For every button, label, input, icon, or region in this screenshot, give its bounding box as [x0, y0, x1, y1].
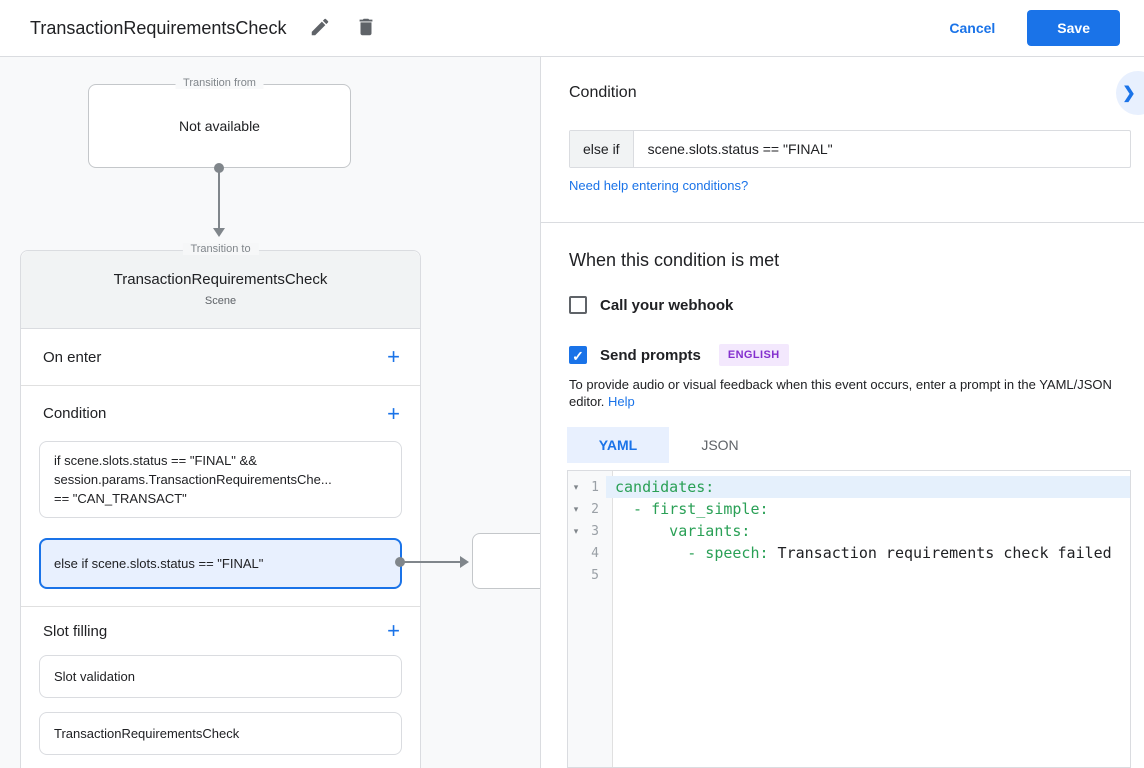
condition-item-if[interactable]: if scene.slots.status == "FINAL" && sess… — [39, 441, 402, 518]
code-key: - speech: — [615, 544, 769, 562]
code-key: candidates: — [615, 478, 715, 496]
scene-title: TransactionRequirementsCheck — [113, 271, 328, 288]
description-text: editor. — [569, 394, 605, 409]
condition-label: Condition — [43, 405, 107, 422]
code-key: variants: — [615, 522, 751, 540]
add-icon: + — [387, 344, 400, 369]
add-on-enter-button[interactable]: + — [387, 346, 400, 368]
save-button[interactable]: Save — [1027, 10, 1120, 46]
check-icon: ✓ — [572, 348, 584, 364]
code-line[interactable]: ▾ 3 variants: — [568, 520, 1130, 542]
description-text: To provide audio or visual feedback when… — [569, 377, 1112, 392]
help-link[interactable]: Help — [608, 394, 635, 409]
code-key: - first_simple: — [615, 500, 769, 518]
code-text: - first_simple: — [606, 498, 1130, 520]
scene-card-header[interactable]: Transition to TransactionRequirementsChe… — [21, 243, 420, 329]
slot-item-validation[interactable]: Slot validation — [39, 655, 402, 698]
condition-item-elseif-selected[interactable]: else if scene.slots.status == "FINAL" — [39, 538, 402, 589]
transition-from-node[interactable]: Transition from Not available — [88, 77, 351, 168]
arrow-right-icon — [460, 556, 469, 568]
add-condition-button[interactable]: + — [387, 400, 400, 426]
panel-title: Condition — [569, 84, 637, 101]
page-title: TransactionRequirementsCheck — [30, 17, 287, 38]
condition-met-title: When this condition is met — [569, 250, 780, 270]
top-bar: TransactionRequirementsCheck Cancel Save — [0, 0, 1144, 57]
condition-input-group: else if — [569, 130, 1131, 168]
collapse-panel-button[interactable]: ❯ — [1116, 71, 1144, 115]
condition-line: else if scene.slots.status == "FINAL" — [54, 556, 264, 571]
on-enter-row: On enter + — [21, 329, 420, 386]
add-slot-button[interactable]: + — [387, 620, 400, 642]
transition-to-legend: Transition to — [182, 243, 259, 255]
code-line[interactable]: ▾ 1 candidates: — [568, 476, 1130, 498]
flow-canvas: Transition from Not available Transition… — [0, 57, 540, 768]
delete-button[interactable] — [354, 16, 378, 40]
line-number: 5 — [591, 567, 599, 583]
slot-item-transaction[interactable]: TransactionRequirementsCheck — [39, 712, 402, 755]
slot-filling-header: Slot filling + — [21, 607, 420, 655]
condition-line: session.params.TransactionRequirementsCh… — [54, 472, 332, 487]
code-text: - speech: Transaction requirements check… — [606, 542, 1130, 564]
fold-icon[interactable]: ▾ — [573, 525, 579, 536]
add-icon: + — [387, 400, 400, 426]
add-icon: + — [387, 618, 400, 643]
cancel-button[interactable]: Cancel — [949, 20, 996, 36]
transition-from-legend: Transition from — [175, 77, 264, 89]
webhook-label[interactable]: Call your webhook — [600, 296, 734, 314]
scene-subtitle: Scene — [204, 295, 237, 307]
line-number: 2 — [591, 501, 599, 517]
prompts-checkbox[interactable]: ✓ — [569, 346, 587, 364]
language-badge: ENGLISH — [718, 344, 789, 366]
code-text: variants: — [606, 520, 1130, 542]
edit-button[interactable] — [308, 16, 332, 40]
connector-line-vertical — [218, 168, 220, 228]
condition-line: if scene.slots.status == "FINAL" && — [54, 453, 257, 468]
connector-dot-right — [395, 557, 405, 567]
transition-target-node[interactable] — [472, 533, 540, 589]
tab-json[interactable]: JSON — [701, 437, 739, 453]
section-divider — [21, 589, 420, 607]
condition-line: == "CAN_TRANSACT" — [54, 491, 187, 506]
on-enter-label: On enter — [43, 348, 102, 366]
condition-prefix: else if — [570, 131, 634, 167]
editor-gutter — [568, 471, 613, 767]
code-line[interactable]: ▾ 2 - first_simple: — [568, 498, 1130, 520]
webhook-checkbox[interactable] — [569, 296, 587, 314]
slot-filling-label: Slot filling — [43, 622, 108, 640]
fold-icon[interactable]: ▾ — [573, 503, 579, 514]
editor-tabs: YAML JSON — [567, 427, 771, 463]
condition-section-header: Condition + — [21, 386, 420, 441]
connector-line-horizontal — [404, 561, 460, 563]
fold-icon[interactable]: ▾ — [573, 481, 579, 492]
prompts-row: ✓ Send prompts ENGLISH — [569, 344, 789, 366]
prompt-description: To provide audio or visual feedback when… — [569, 376, 1144, 410]
code-line[interactable]: 4 - speech: Transaction requirements che… — [568, 542, 1130, 564]
panel-divider — [541, 222, 1144, 223]
scene-card: Transition to TransactionRequirementsChe… — [20, 243, 421, 768]
yaml-editor[interactable]: ▾ 1 candidates: ▾ 2 - first_simple: ▾ 3 … — [567, 470, 1131, 768]
conditions-help-link[interactable]: Need help entering conditions? — [569, 178, 749, 193]
trash-icon — [355, 16, 377, 41]
code-text: candidates: — [606, 476, 1130, 498]
not-available-text: Not available — [179, 118, 260, 134]
line-number: 3 — [591, 523, 599, 539]
tab-yaml[interactable]: YAML — [567, 427, 669, 463]
pencil-icon — [309, 16, 331, 41]
code-line[interactable]: 5 — [568, 564, 1130, 586]
condition-input[interactable] — [633, 131, 1130, 167]
code-value: Transaction requirements check failed — [768, 544, 1112, 562]
condition-panel: Condition ❯ else if Need help entering c… — [540, 57, 1144, 768]
arrow-down-icon — [213, 228, 225, 237]
line-number: 4 — [591, 545, 599, 561]
chevron-right-icon: ❯ — [1122, 85, 1136, 102]
prompts-label[interactable]: Send prompts — [600, 346, 701, 364]
line-number: 1 — [591, 479, 599, 495]
webhook-row: Call your webhook — [569, 296, 733, 314]
